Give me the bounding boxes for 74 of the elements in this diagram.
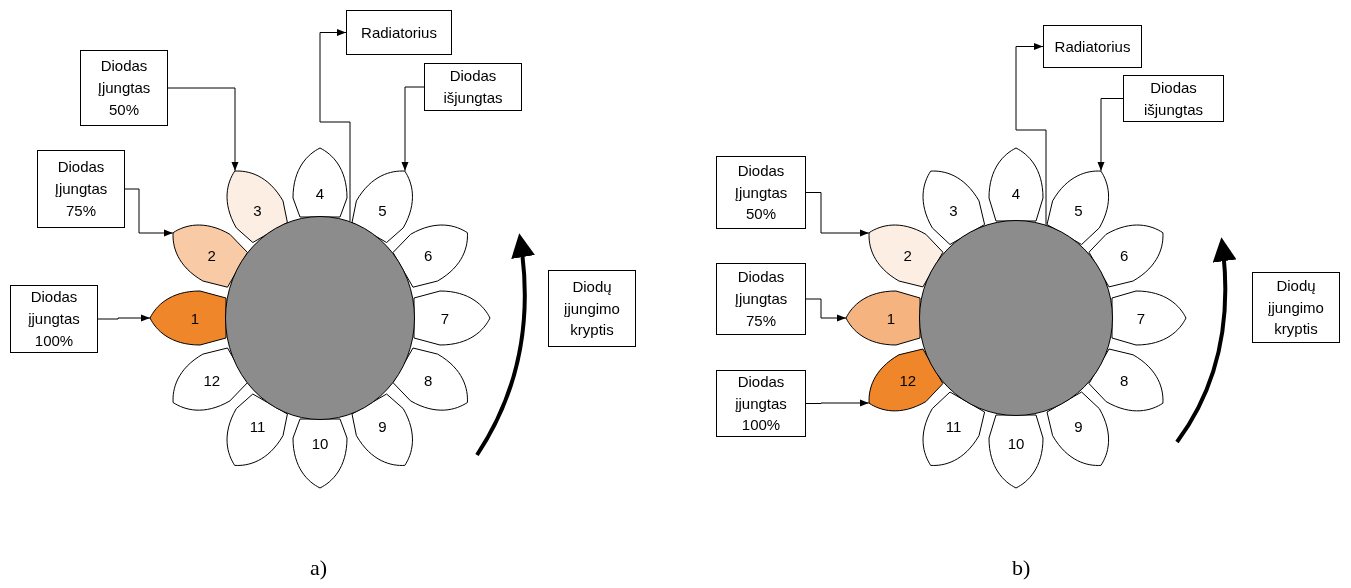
- arrow: [319, 28, 351, 222]
- arrow: [124, 188, 174, 237]
- petal-number: 5: [1074, 202, 1083, 218]
- led-petal: [868, 225, 943, 288]
- label-box: Diodas Įjungtas 75%: [716, 263, 806, 335]
- arrow: [167, 87, 239, 172]
- led-petal: [172, 348, 248, 411]
- petal-number: 9: [1074, 418, 1083, 434]
- petal-number: 9: [378, 418, 387, 434]
- arrow: [805, 399, 870, 407]
- petal-number: 4: [315, 185, 325, 201]
- label-box: Diodas Įjungtas 50%: [716, 156, 806, 229]
- led-petal: [846, 291, 920, 345]
- led-petal: [227, 393, 288, 466]
- petal-number: 8: [424, 373, 433, 388]
- led-petal: [1089, 225, 1164, 288]
- label-box: Diodas išjungtas: [424, 63, 522, 111]
- petal-number: 3: [253, 202, 262, 218]
- arrow: [97, 314, 151, 322]
- petal-number: 5: [378, 202, 387, 218]
- petal-number: 11: [249, 418, 266, 434]
- led-petal: [989, 415, 1043, 488]
- led-petal: [392, 348, 468, 411]
- led-petal: [150, 291, 226, 345]
- arrow: [401, 86, 425, 172]
- petal-number: 6: [1120, 248, 1129, 263]
- led-petal: [352, 170, 413, 243]
- panel-label: b): [1012, 555, 1031, 581]
- arrow: [1015, 42, 1047, 226]
- led-petal: [868, 348, 943, 411]
- label-box: Diodas išjungtas: [1123, 75, 1224, 122]
- led-petal: [293, 419, 347, 488]
- led-petal: [392, 225, 468, 288]
- led-petal: [1047, 391, 1109, 466]
- arrow: [805, 298, 847, 322]
- led-petal: [293, 148, 347, 217]
- petal-number: 2: [903, 248, 912, 263]
- petal-number: 4: [1011, 185, 1021, 201]
- label-box: Diodas Įjungtas 50%: [80, 50, 168, 126]
- panel-label: a): [310, 555, 328, 581]
- arrow: [805, 192, 870, 237]
- led-petal: [1047, 170, 1109, 245]
- led-petal: [1089, 348, 1164, 411]
- led-petal: [172, 225, 248, 288]
- petal-number: 7: [1136, 310, 1146, 326]
- led-petal: [923, 170, 985, 245]
- led-petal: [414, 291, 490, 345]
- led-petal: [923, 391, 985, 466]
- petal-number: 3: [949, 202, 958, 218]
- led-petal: [227, 170, 288, 243]
- petal-number: 1: [190, 310, 200, 326]
- petal-number: 8: [1120, 373, 1129, 388]
- petal-number: 10: [311, 435, 329, 451]
- petal-number: 2: [207, 248, 216, 263]
- petal-number: 11: [945, 418, 962, 434]
- petal-number: 10: [1007, 435, 1025, 451]
- label-box: Diodas Įjungtas 75%: [37, 150, 125, 228]
- petal-number: 12: [899, 373, 917, 388]
- petal-number: 6: [424, 248, 433, 263]
- arrow: [1097, 98, 1124, 172]
- led-petal: [989, 148, 1043, 221]
- led-petal: [1112, 291, 1186, 345]
- label-box: Diodas įjungtas 100%: [10, 285, 98, 353]
- label-box: Radiatorius: [1043, 25, 1142, 68]
- label-box: Diodų įjungimo kryptis: [548, 270, 636, 347]
- label-box: Diodas įjungtas 100%: [716, 370, 806, 437]
- label-box: Radiatorius: [346, 10, 452, 55]
- heatsink-circle: [225, 216, 415, 420]
- petal-number: 12: [203, 373, 221, 388]
- petal-number: 1: [886, 310, 896, 326]
- led-petal: [352, 393, 413, 466]
- label-box: Diodų įjungimo kryptis: [1252, 272, 1340, 343]
- petal-number: 7: [440, 310, 450, 326]
- heatsink-circle: [919, 220, 1113, 416]
